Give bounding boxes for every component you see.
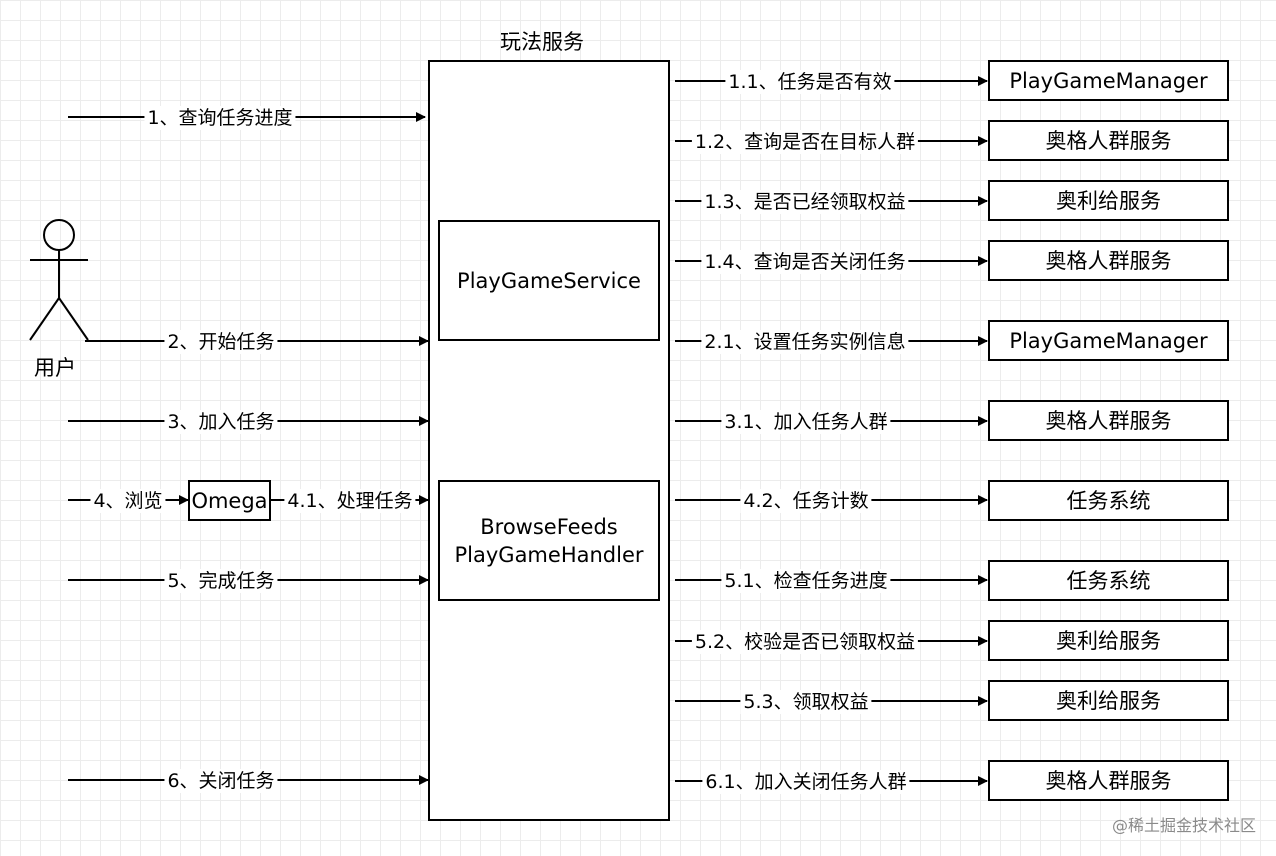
call-5-2-label: 5.2、校验是否已领取权益	[691, 630, 919, 654]
user-actor-figure	[29, 219, 89, 341]
call-5-3-label: 5.3、领取权益	[740, 690, 872, 714]
target-box-3-1: 奥格人群服务	[988, 400, 1229, 441]
user-action-2-label: 2、开始任务	[164, 330, 278, 354]
browse-feeds-handler-box: BrowseFeeds PlayGameHandler	[438, 480, 660, 601]
call-6-1-label: 6.1、加入关闭任务人群	[702, 770, 910, 794]
call-1-3-label: 1.3、是否已经领取权益	[701, 190, 909, 214]
call-1-4-label: 1.4、查询是否关闭任务	[701, 250, 909, 274]
call-1-1-label: 1.1、任务是否有效	[725, 70, 895, 94]
play-game-service-box: PlayGameService	[438, 220, 660, 341]
user-action-6-label: 6、关闭任务	[164, 769, 278, 793]
target-box-1-1: PlayGameManager	[988, 60, 1229, 101]
target-box-1-4: 奥格人群服务	[988, 240, 1229, 281]
user-action-1-label: 1、查询任务进度	[144, 106, 296, 130]
play-service-container	[428, 60, 670, 821]
call-3-1-label: 3.1、加入任务人群	[721, 410, 891, 434]
call-4-2-label: 4.2、任务计数	[740, 489, 872, 513]
call-2-1-label: 2.1、设置任务实例信息	[701, 330, 909, 354]
omega-action-label: 4.1、处理任务	[284, 489, 416, 513]
service-title: 玩法服务	[500, 30, 584, 54]
target-box-4-2: 任务系统	[988, 480, 1229, 521]
target-box-1-3: 奥利给服务	[988, 180, 1229, 221]
target-box-5-3: 奥利给服务	[988, 680, 1229, 721]
watermark: @稀土掘金技术社区	[1111, 816, 1256, 835]
target-box-5-1: 任务系统	[988, 560, 1229, 601]
target-box-1-2: 奥格人群服务	[988, 120, 1229, 161]
user-label: 用户	[34, 356, 76, 380]
omega-box: Omega	[188, 480, 271, 521]
user-action-4-label: 4、浏览	[90, 489, 166, 513]
target-box-5-2: 奥利给服务	[988, 620, 1229, 661]
user-action-5-label: 5、完成任务	[164, 569, 278, 593]
call-1-2-label: 1.2、查询是否在目标人群	[691, 130, 919, 154]
call-5-1-label: 5.1、检查任务进度	[721, 569, 891, 593]
user-action-3-label: 3、加入任务	[164, 410, 278, 434]
target-box-2-1: PlayGameManager	[988, 320, 1229, 361]
target-box-6-1: 奥格人群服务	[988, 760, 1229, 801]
